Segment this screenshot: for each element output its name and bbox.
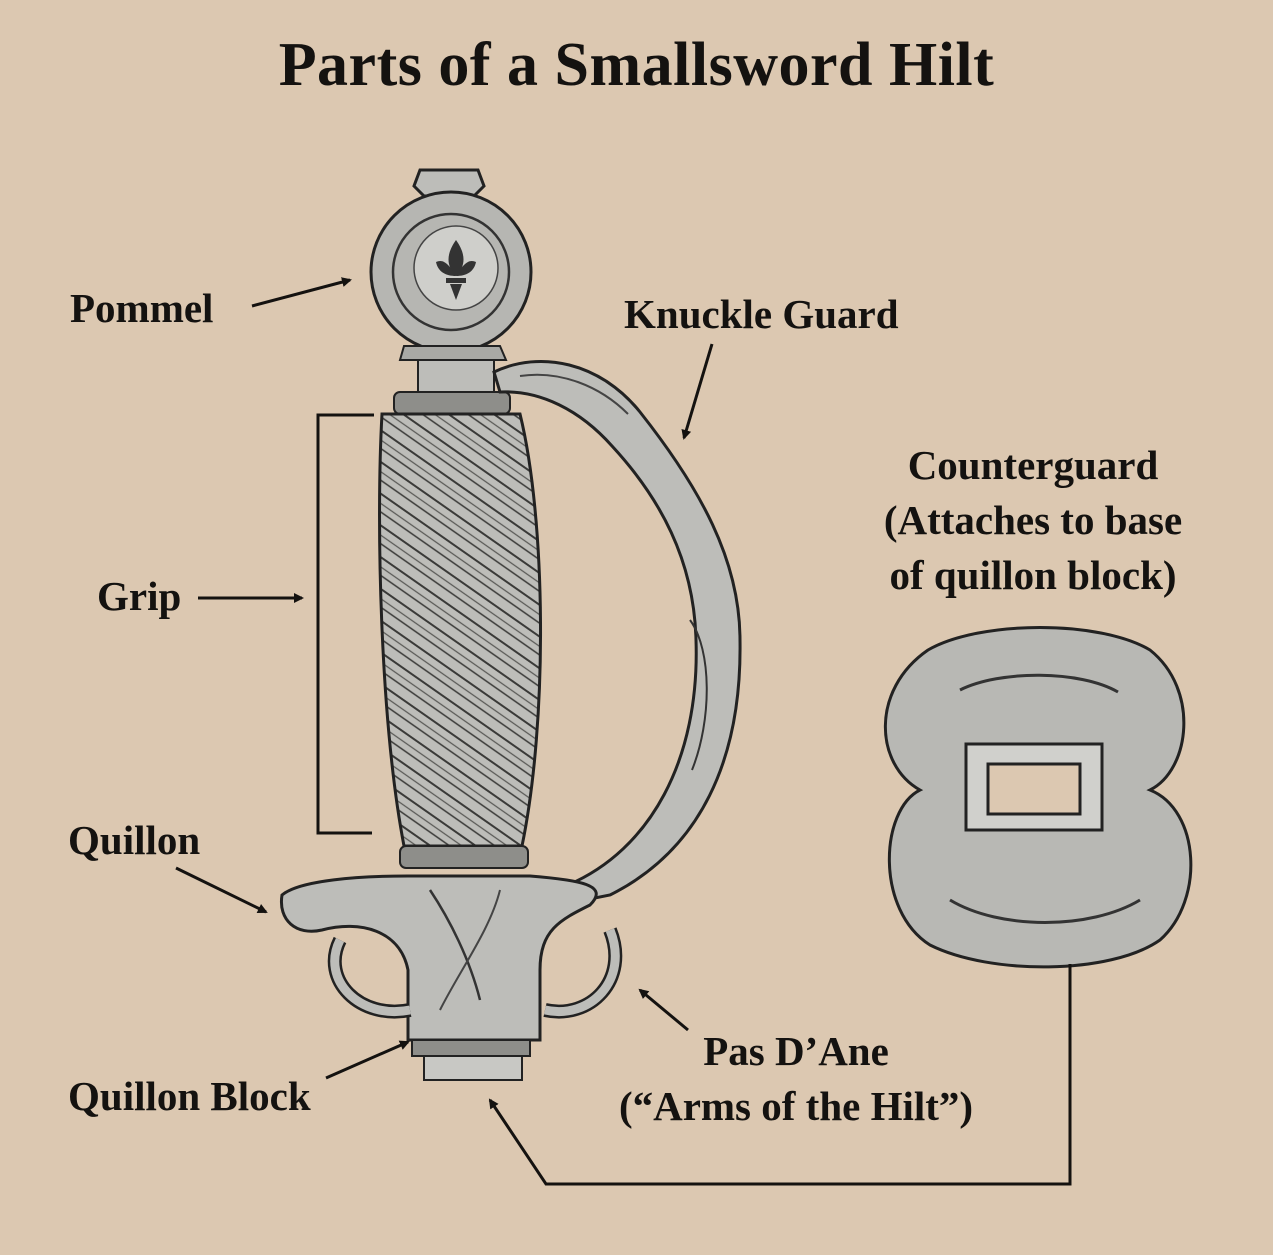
knuckle-guard-arrow [681, 343, 714, 440]
pas-dane-label-line2: (“Arms of the Hilt”) [618, 1083, 974, 1129]
grip-bracket [316, 413, 374, 835]
pommel-part [369, 168, 533, 415]
page-title: Parts of a Smallsword Hilt [278, 31, 995, 99]
counterguard-label-line3: of quillon block) [889, 552, 1177, 598]
grip-label: Grip [97, 573, 182, 619]
arrows [175, 277, 1072, 1186]
counterguard-label-line2: (Attaches to base [883, 497, 1183, 543]
pommel-label: Pommel [70, 285, 214, 331]
counterguard-label-line1: Counterguard [907, 442, 1159, 488]
quillon-block-part [279, 874, 623, 1081]
counterguard-part [883, 626, 1193, 969]
quillon-label: Quillon [68, 817, 201, 863]
counterguard-connector [488, 964, 1072, 1186]
knuckle-guard-part [492, 360, 742, 908]
pas-dane-label-line1: Pas D’Ane [703, 1028, 889, 1074]
quillon-arrow [175, 866, 268, 914]
pas-dane-label: Pas D’Ane (“Arms of the Hilt”) [588, 1024, 1004, 1134]
pas-dane-arrow [638, 988, 689, 1032]
quillon-block-arrow [325, 1040, 410, 1080]
counterguard-label: Counterguard (Attaches to base of quillo… [845, 438, 1221, 603]
quillon-block-label: Quillon Block [68, 1073, 311, 1119]
pommel-arrow [251, 277, 352, 308]
grip-part [378, 412, 543, 869]
knuckle-guard-label: Knuckle Guard [624, 291, 899, 337]
